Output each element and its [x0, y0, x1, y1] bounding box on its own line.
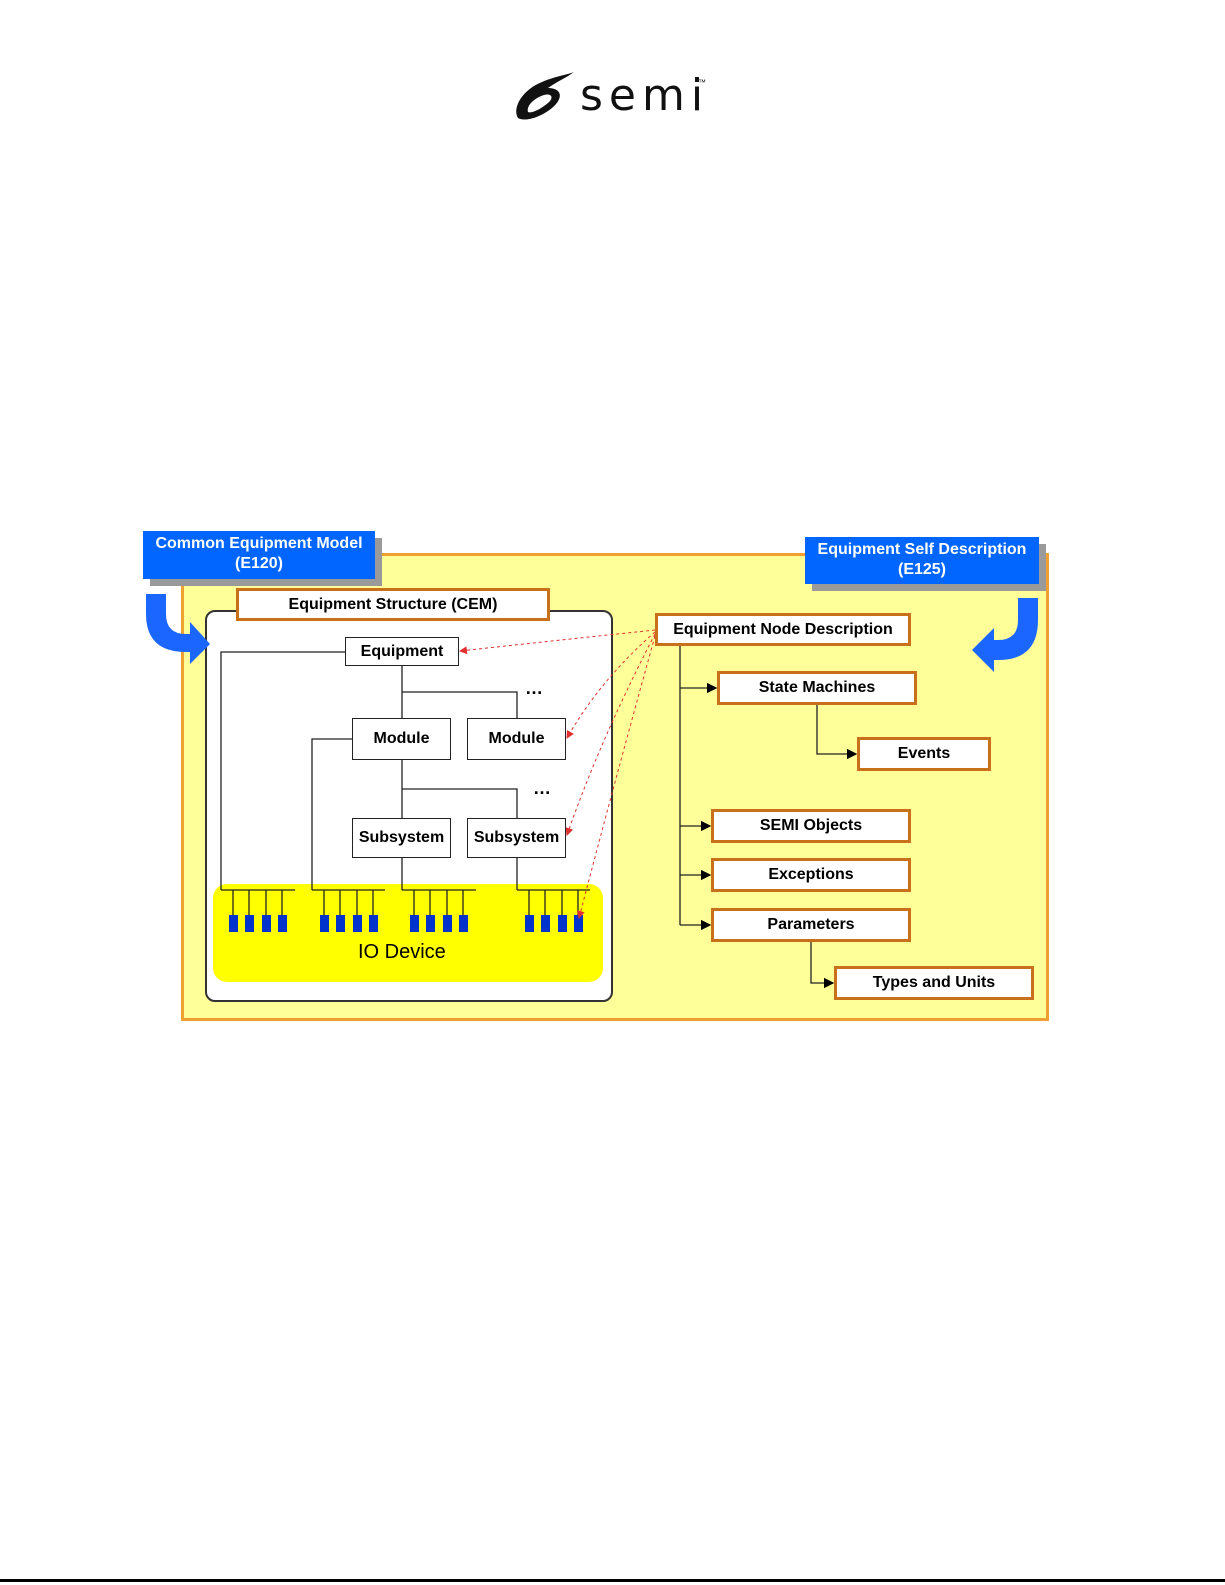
esd-callout-line1: Equipment Self Description — [805, 540, 1039, 560]
module-ellipsis: … — [525, 678, 544, 699]
right-curved-arrow-icon — [972, 598, 1038, 672]
parameters-box: Parameters — [711, 908, 911, 942]
equipment-node: Equipment — [345, 637, 459, 666]
io-blocks — [229, 915, 583, 932]
footer-rule — [0, 1579, 1225, 1582]
subsystem-node-1: Subsystem — [352, 818, 451, 858]
node-links — [460, 630, 655, 918]
cem-callout: Common Equipment Model (E120) — [143, 531, 375, 579]
cem-callout-line1: Common Equipment Model — [143, 534, 375, 554]
io-device-label: IO Device — [358, 941, 446, 964]
events-box: Events — [857, 737, 991, 771]
semi-objects-box: SEMI Objects — [711, 809, 911, 843]
node-description-box: Equipment Node Description — [655, 613, 911, 646]
subsystem-ellipsis: … — [533, 778, 552, 799]
subsystem-node-2: Subsystem — [467, 818, 566, 858]
cem-callout-line2: (E120) — [143, 554, 375, 574]
esd-callout: Equipment Self Description (E125) — [805, 537, 1039, 584]
esd-callout-line2: (E125) — [805, 560, 1039, 580]
cem-title-box: Equipment Structure (CEM) — [236, 588, 550, 621]
state-machines-box: State Machines — [717, 671, 917, 705]
exceptions-box: Exceptions — [711, 858, 911, 892]
types-units-box: Types and Units — [834, 966, 1034, 1000]
left-curved-arrow-icon — [146, 594, 210, 664]
module-node-2: Module — [467, 718, 566, 760]
module-node-1: Module — [352, 718, 451, 760]
